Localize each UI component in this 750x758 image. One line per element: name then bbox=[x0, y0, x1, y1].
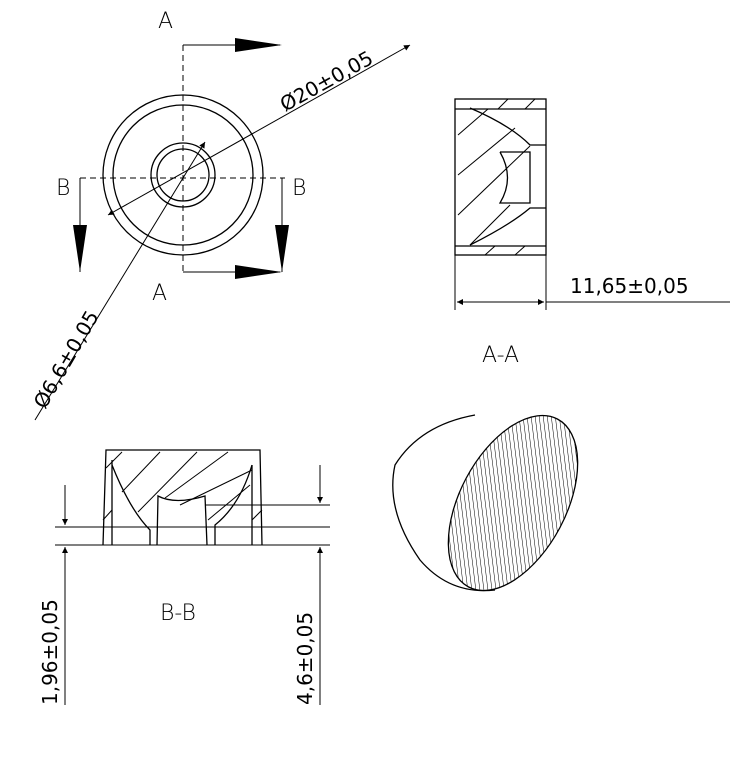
section-b-left-arrow-icon bbox=[73, 225, 87, 272]
isometric-view bbox=[392, 414, 579, 592]
top-view: A A B B Ø20±0,05 Ø6,6±0,05 bbox=[29, 9, 411, 421]
section-b-left-label: B bbox=[56, 176, 70, 201]
section-aa-view: 11,65±0,05 A-A bbox=[454, 98, 730, 368]
section-bb-view: 1,96±0,05 4,6±0,05 B-B bbox=[38, 449, 330, 705]
total-height-dimension: 4,6±0,05 bbox=[293, 612, 317, 705]
section-a-top-arrow-icon bbox=[235, 38, 282, 52]
section-a-bottom-arrow-icon bbox=[235, 265, 282, 279]
section-a-bottom-label: A bbox=[152, 281, 167, 306]
step-height-dimension: 1,96±0,05 bbox=[38, 599, 62, 705]
inner-diameter-dimension: Ø6,6±0,05 bbox=[29, 306, 104, 412]
length-dimension: 11,65±0,05 bbox=[570, 274, 689, 298]
section-bb-title: B-B bbox=[160, 601, 196, 626]
section-aa-title: A-A bbox=[482, 343, 519, 368]
section-a-top-label: A bbox=[158, 9, 173, 34]
section-b-right-arrow-icon bbox=[275, 225, 289, 272]
outer-diameter-dimension: Ø20±0,05 bbox=[276, 46, 377, 117]
section-b-right-label: B bbox=[292, 176, 306, 201]
knurled-face bbox=[447, 414, 579, 592]
